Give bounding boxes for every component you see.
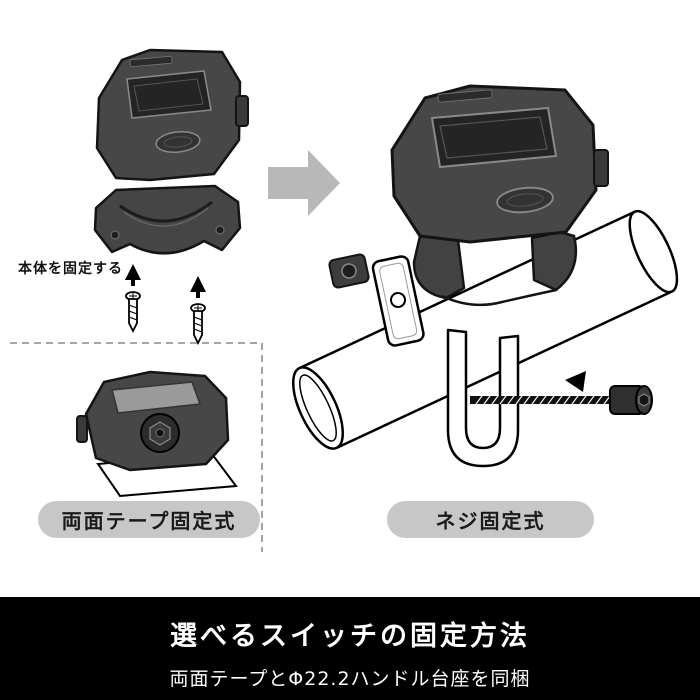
assembled-device-illustration <box>390 84 609 307</box>
banner-subtitle: 両面テープとΦ22.2ハンドル台座を同梱 <box>169 668 531 690</box>
banner-title: 選べるスイッチの固定方法 <box>170 621 530 652</box>
device-button-oval-inner <box>506 193 544 207</box>
clamp-jaw-left <box>412 234 466 300</box>
cradle-screw-hole-left <box>110 230 120 240</box>
screw-shaft <box>128 298 138 334</box>
bolt-direction-arrow-icon <box>565 371 586 392</box>
screw-threads <box>128 304 138 321</box>
clamp-front-edge <box>441 288 557 307</box>
device-button-oval-inner <box>163 136 193 148</box>
up-arrow-icon <box>125 264 141 280</box>
illustration-canvas <box>10 48 679 552</box>
tube-end-inner-wall <box>299 374 337 442</box>
device-side-tab <box>76 415 88 443</box>
screw-shaft <box>193 310 203 346</box>
device-screen-inner <box>133 78 204 112</box>
tube-end-far <box>628 209 679 294</box>
up-arrow-stem <box>196 292 200 298</box>
tape-device-illustration <box>76 370 238 498</box>
fix-body-annotation: 本体を固定する <box>18 261 123 277</box>
screw-head-cross <box>194 305 202 311</box>
cradle-saddle-arc <box>119 200 213 223</box>
label-tape-mount: 両面テープ固定式 <box>38 501 260 538</box>
bolt-rod <box>470 396 612 404</box>
device-knob-center <box>155 428 165 438</box>
mounting-plate <box>371 255 425 347</box>
screw-group-right <box>190 276 206 346</box>
device-body <box>390 84 598 244</box>
bolt-hex-socket <box>638 393 650 407</box>
device-button-oval <box>155 131 201 153</box>
cradle-screw-hole-right <box>215 225 225 235</box>
bolt-icon <box>470 371 653 415</box>
exploded-device-illustration <box>93 48 249 255</box>
screw-group-left <box>125 264 141 334</box>
device-screen-inner <box>439 116 548 159</box>
screw-head-cross <box>129 293 137 299</box>
device-logo-plate <box>437 89 493 103</box>
bolt-thread-hatching <box>475 395 611 405</box>
cradle-saddle-arc-highlight <box>123 207 209 227</box>
device-screen <box>430 106 558 169</box>
u-clamp <box>446 328 520 468</box>
clamp-jaw-right <box>530 230 578 292</box>
up-arrow-icon <box>190 276 206 292</box>
device-side-tab <box>593 149 609 187</box>
device-button-oval <box>496 186 554 214</box>
device-screen <box>126 70 212 119</box>
label-screw-mount: ネジ固定式 <box>387 501 594 538</box>
banner: 選べるスイッチの固定方法 両面テープとΦ22.2ハンドル台座を同梱 <box>0 597 700 700</box>
tube-end-open <box>292 366 344 450</box>
device-logo-plate <box>129 55 173 68</box>
device-top-face <box>111 381 202 414</box>
handlebar-tube <box>292 209 679 450</box>
square-nut-icon <box>328 253 370 289</box>
device-side-tab <box>235 95 249 127</box>
dashed-divider <box>10 342 263 552</box>
up-arrow-stem <box>131 280 135 286</box>
transition-arrow-icon <box>268 150 340 216</box>
screw-threads <box>193 316 203 333</box>
